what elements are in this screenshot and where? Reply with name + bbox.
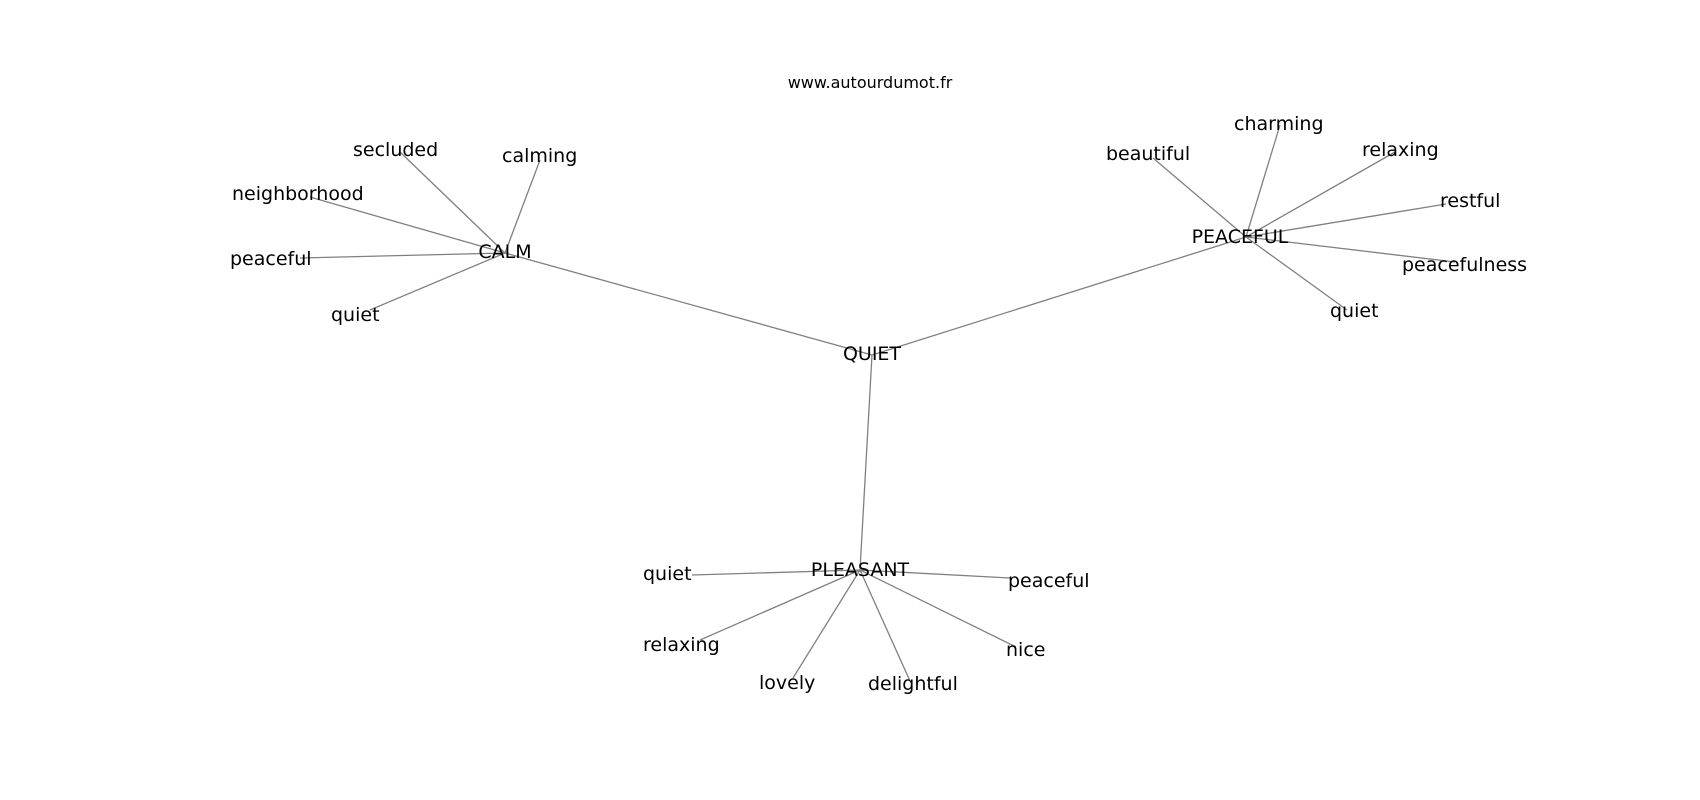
leaf-node-peaceful: peaceful	[230, 248, 312, 270]
hub-node-pleasant: PLEASANT	[811, 559, 910, 581]
leaf-node-relaxing: relaxing	[643, 634, 720, 656]
edge-peaceful-beautiful	[1152, 157, 1247, 238]
leaf-node-charming: charming	[1234, 113, 1324, 135]
site-credit: www.autourdumot.fr	[788, 73, 953, 92]
edge-pleasant-quiet	[691, 569, 861, 576]
edge-pleasant-peaceful	[859, 569, 1011, 579]
edge-root-peaceful	[871, 236, 1247, 356]
leaf-node-peacefulness: peacefulness	[1402, 254, 1527, 276]
leaf-node-lovely: lovely	[759, 672, 815, 694]
leaf-node-relaxing: relaxing	[1362, 139, 1439, 161]
leaf-node-beautiful: beautiful	[1106, 143, 1190, 165]
leaf-node-delightful: delightful	[868, 673, 958, 695]
graph-labels: QUIET CALM calming secluded neighborhood peac…	[230, 113, 1527, 695]
leaf-node-neighborhood: neighborhood	[232, 183, 364, 205]
edge-calm-peaceful	[299, 252, 506, 259]
edge-calm-neighborhood	[309, 196, 506, 254]
edge-peaceful-charming	[1245, 124, 1281, 238]
edge-calm-secluded	[399, 151, 506, 254]
edge-root-pleasant	[859, 354, 873, 571]
leaf-node-quiet: quiet	[331, 304, 380, 326]
edge-peaceful-relaxing	[1245, 151, 1396, 238]
leaf-node-secluded: secluded	[353, 139, 438, 161]
edge-peaceful-restful	[1245, 203, 1447, 238]
leaf-node-restful: restful	[1440, 190, 1500, 212]
graph-edges	[299, 124, 1456, 682]
leaf-node-peaceful: peaceful	[1008, 570, 1090, 592]
leaf-node-calming: calming	[502, 145, 577, 167]
edge-peaceful-peacefulness	[1245, 236, 1456, 263]
root-node-label: QUIET	[843, 343, 901, 365]
edge-pleasant-lovely	[792, 569, 861, 679]
edge-pleasant-relaxing	[699, 569, 861, 641]
hub-node-peaceful: PEACEFUL	[1192, 226, 1289, 248]
leaf-node-quiet: quiet	[1330, 300, 1379, 322]
hub-node-calm: CALM	[478, 241, 531, 263]
leaf-node-quiet: quiet	[643, 563, 692, 585]
edge-pleasant-nice	[859, 569, 1017, 648]
edge-peaceful-quiet	[1245, 236, 1348, 311]
edge-calm-quiet	[369, 252, 506, 311]
edge-calm-calming	[504, 159, 541, 254]
leaf-node-nice: nice	[1006, 639, 1045, 661]
edge-root-calm	[504, 252, 873, 356]
edge-pleasant-delightful	[859, 569, 911, 682]
